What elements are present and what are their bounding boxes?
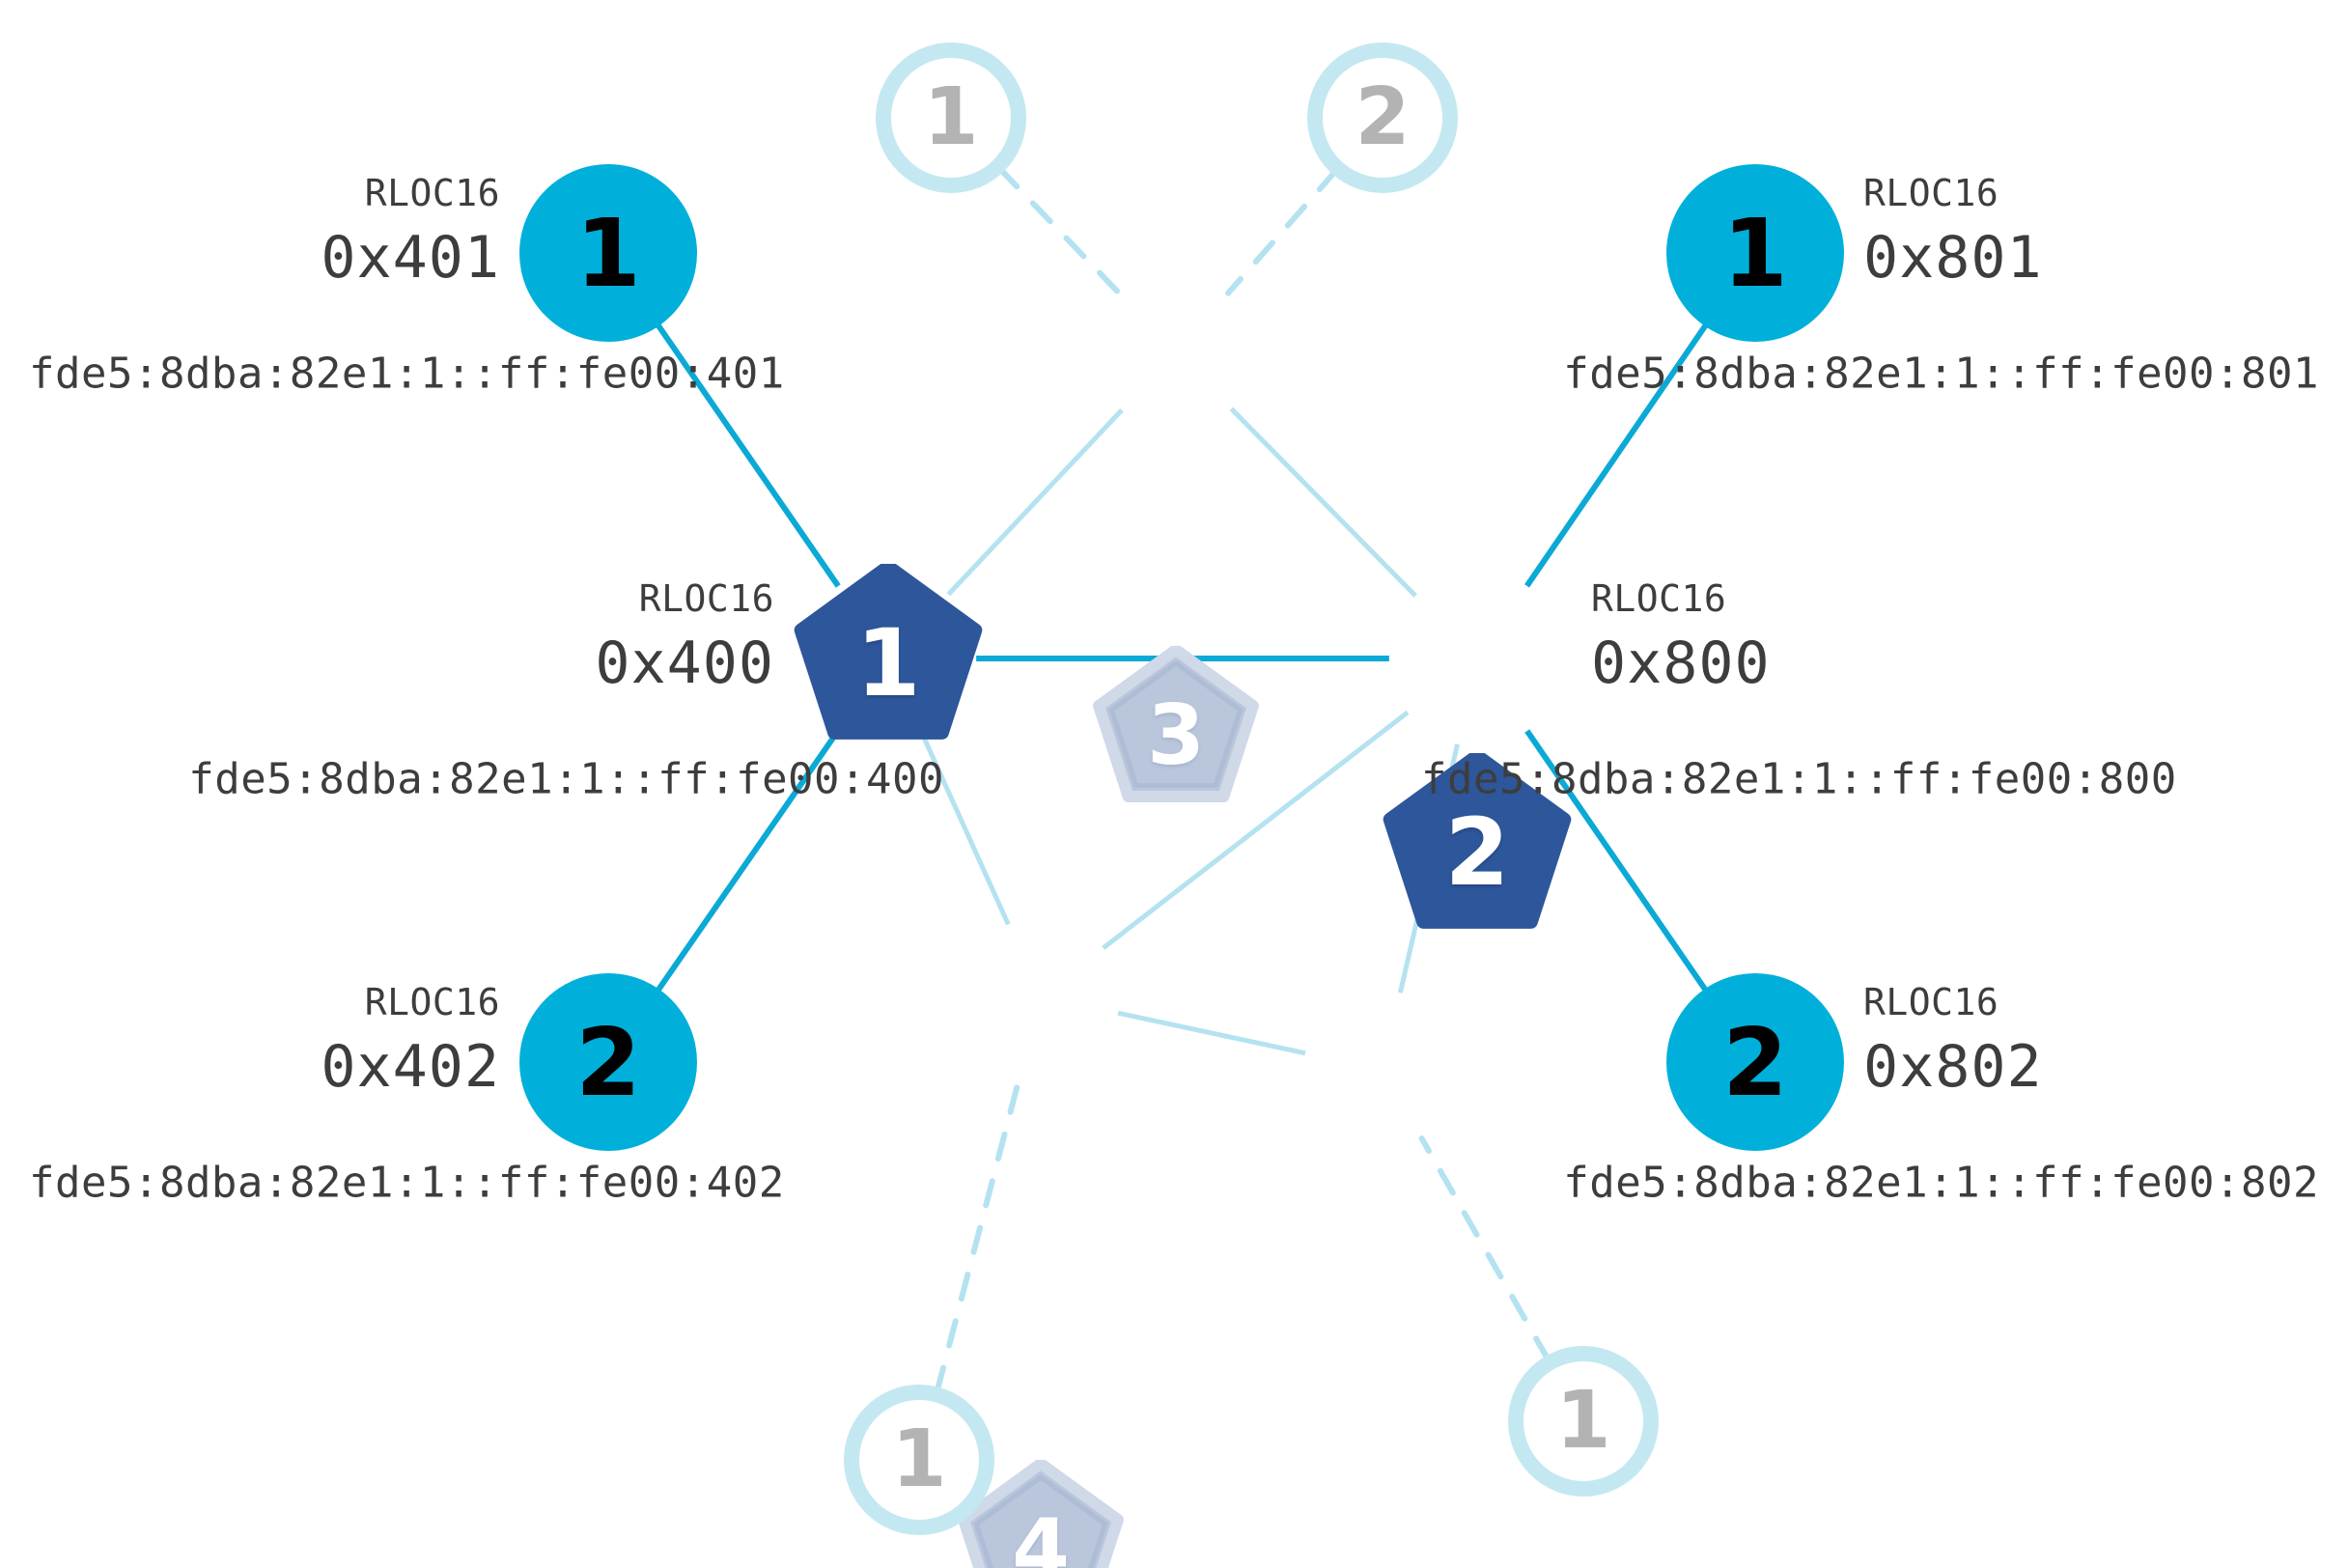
- node-number: 1: [1722, 198, 1788, 308]
- node-number: 2: [1355, 71, 1411, 163]
- link-ghost-child-top-1-to-ghost-router-3: [996, 165, 1125, 298]
- rloc16-caption-child-402: RLOC16: [364, 981, 500, 1023]
- node-number: 1: [1555, 1375, 1611, 1467]
- rloc16-value-child-401: 0x401: [321, 224, 500, 292]
- node-number: 1: [923, 71, 979, 163]
- pentagon-shape: [958, 1460, 1124, 1568]
- link-router-400-to-ghost-router-4: [922, 738, 1011, 926]
- link-ghost-child-top-2-to-ghost-router-3: [1225, 167, 1340, 296]
- rloc16-caption-child-801: RLOC16: [1863, 172, 1999, 214]
- node-router-400[interactable]: 1: [794, 564, 983, 753]
- node-number: 1: [575, 198, 641, 308]
- node-layer: 1121223451211: [519, 42, 1844, 1568]
- ipv6-address-child-401: fde5:8dba:82e1:1::ff:fe00:401: [29, 349, 785, 399]
- pentagon-shape: [794, 564, 983, 740]
- rloc16-value-child-801: 0x801: [1863, 224, 2043, 292]
- node-ghost-child-bottom-1[interactable]: 1: [844, 1385, 994, 1535]
- ipv6-address-router-400: fde5:8dba:82e1:1::ff:fe00:400: [188, 754, 944, 804]
- rloc16-value-router-800: 0x800: [1591, 630, 1771, 697]
- node-ghost-router-4[interactable]: 4: [956, 1460, 1126, 1568]
- node-number: 2: [1722, 1007, 1788, 1117]
- node-child-802[interactable]: 2: [1666, 973, 1844, 1151]
- link-child-402-to-router-400: [653, 729, 841, 996]
- node-number: 1: [855, 609, 921, 717]
- link-ghost-child-bottom-1-to-ghost-router-4: [934, 1070, 1024, 1395]
- ipv6-address-child-801: fde5:8dba:82e1:1::ff:fe00:801: [1563, 349, 2319, 399]
- rloc16-value-child-402: 0x402: [321, 1033, 500, 1101]
- link-child-802-to-router-800: [1524, 729, 1711, 996]
- node-number: 2: [1444, 798, 1510, 907]
- link-child-801-to-router-800: [1524, 319, 1712, 588]
- rloc16-caption-child-802: RLOC16: [1863, 981, 1999, 1023]
- ipv6-address-child-802: fde5:8dba:82e1:1::ff:fe00:802: [1563, 1158, 2319, 1208]
- rloc16-caption-child-401: RLOC16: [364, 172, 500, 214]
- node-child-402[interactable]: 2: [519, 973, 697, 1151]
- node-number: 3: [1147, 686, 1205, 784]
- pentagon-shape: [1093, 646, 1259, 802]
- ipv6-address-router-800: fde5:8dba:82e1:1::ff:fe00:800: [1421, 754, 2177, 804]
- link-router-400-to-ghost-router-3: [946, 407, 1124, 597]
- link-router-800-to-ghost-router-3: [1229, 406, 1417, 598]
- link-router-800-to-ghost-router-4: [1102, 710, 1410, 950]
- pentagon-shape: [1383, 753, 1572, 929]
- node-ghost-child-top-1[interactable]: 1: [876, 42, 1026, 193]
- node-number: 2: [575, 1007, 641, 1117]
- node-ghost-child-top-2[interactable]: 2: [1307, 42, 1458, 193]
- rloc16-caption-router-400: RLOC16: [638, 577, 774, 620]
- node-child-401[interactable]: 1: [519, 164, 697, 342]
- link-ghost-router-4-to-ghost-router-5: [1117, 1010, 1306, 1056]
- link-ghost-child-bottom-2-to-ghost-router-5: [1418, 1135, 1552, 1364]
- node-child-801[interactable]: 1: [1666, 164, 1844, 342]
- rloc16-value-child-802: 0x802: [1863, 1033, 2043, 1101]
- ipv6-address-child-402: fde5:8dba:82e1:1::ff:fe00:402: [29, 1158, 785, 1208]
- rloc16-value-router-400: 0x400: [595, 630, 774, 697]
- node-ghost-child-bottom-2[interactable]: 1: [1508, 1346, 1659, 1497]
- node-number: 4: [1012, 1500, 1070, 1568]
- node-ghost-router-3[interactable]: 3: [1091, 646, 1261, 816]
- node-number: 1: [891, 1414, 947, 1505]
- link-child-401-to-router-400: [653, 319, 841, 588]
- node-router-800[interactable]: 2: [1383, 753, 1572, 942]
- rloc16-caption-router-800: RLOC16: [1591, 577, 1727, 620]
